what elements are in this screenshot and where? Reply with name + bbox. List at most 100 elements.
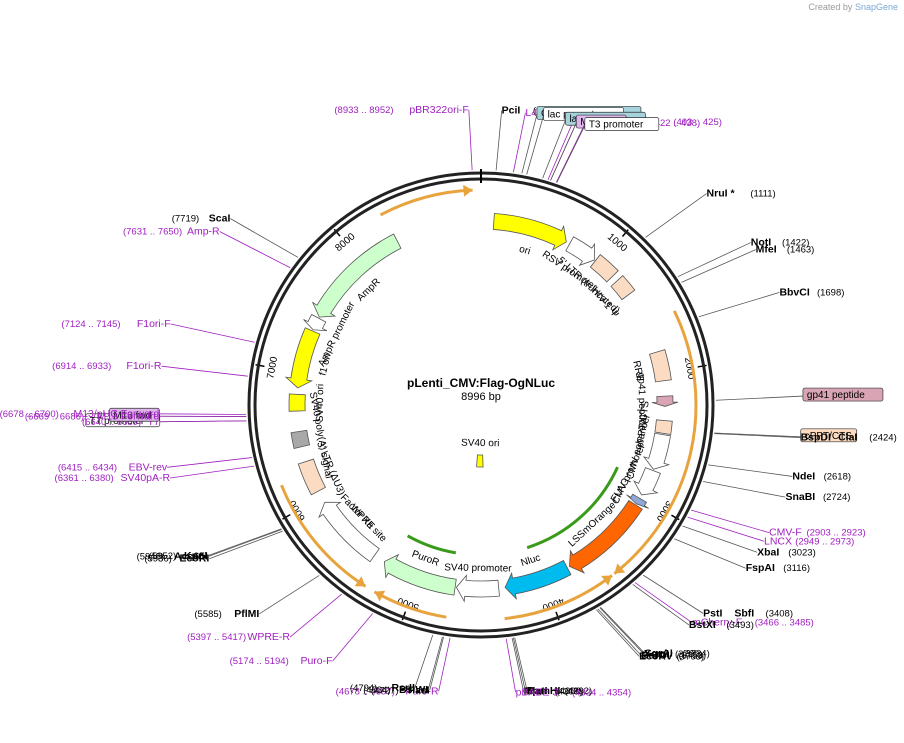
site-t3-promoter[interactable]: T3 promoter [584,117,660,131]
site-name-ndei: NdeI [792,470,815,482]
site-rsrii[interactable]: RsrII(4794) [350,682,415,694]
site-cmv-f[interactable]: CMV-F(2903 .. 2923) [769,527,866,539]
site-puro-f[interactable]: Puro-F(5174 .. 5194) [230,655,333,667]
site-kpni[interactable]: KpnI(5952) [149,550,208,562]
site-wpre-r[interactable]: WPRE-R(5397 .. 5417) [187,631,290,643]
feature-ori[interactable] [492,213,567,251]
outer-arrowhead-2 [601,575,612,586]
site-ecorv[interactable]: EcoRV(3763) [639,650,704,662]
site-m13-fwd[interactable]: M13 fwd [109,407,160,422]
site-name-mfei: MfeI [756,244,777,256]
site-pbabe-3[interactable]: pBABE 3'(4334 .. 4354) [516,686,632,698]
site-pflmi[interactable]: PflMI(5585) [194,608,259,620]
leader-cap-binding-site [521,114,538,174]
site-amp-r[interactable]: Amp-R(7631 .. 7650) [123,225,220,237]
site-name-sgrai: SgrAI [645,647,673,659]
site-bstxi[interactable]: BstXI(3493) [689,619,754,631]
feature-puror[interactable] [383,553,457,596]
site-name-noti: NotI [751,237,771,249]
site-bamhi[interactable]: BamHI(4292) [527,685,592,697]
tick-label-7000: 7000 [265,355,280,379]
site-f1ori-f[interactable]: F1ori-F(7124 .. 7145) [61,318,170,330]
inner-orf-arrows [406,466,619,555]
leader-spei [513,637,526,692]
site-name-pbr322ori-f: pBR322ori-F [409,104,469,116]
site-scai[interactable]: ScaI(7719) [172,213,231,225]
feature-3-ltr-u3[interactable] [297,458,326,496]
orf-arrow-0 [526,466,619,550]
site-xcmi[interactable]: XcmI(3739) [644,648,703,660]
feature-sv40-poly-a-signal[interactable] [290,429,311,449]
site-puro-r[interactable]: Puro-R(4678 .. 4697) [336,685,439,697]
feature-sv40-ori[interactable] [288,393,306,412]
feature-rre[interactable] [649,349,672,383]
site-bsiwi[interactable]: BsiWI(4734) [363,684,428,696]
site-cppt-cts[interactable]: cPPT/CTS [800,428,858,443]
site-m13-puc-forward[interactable]: M13/pUC Forward(6678 .. 6700) [0,408,159,420]
site-xbai[interactable]: XbaI(3023) [757,546,816,558]
site-mcherry-f[interactable]: mCherry-F(3466 .. 3485) [692,617,814,629]
site-snabi[interactable]: SnaBI(2724) [785,491,850,503]
site-pasi[interactable]: PasI(4727) [371,684,430,696]
feature-cmv-enhancer[interactable] [642,432,671,470]
feature-wpre[interactable] [318,501,380,563]
site-fspai[interactable]: FspAI(3116) [746,562,810,574]
leader-mlui [511,637,524,692]
feature-cppt-cts[interactable] [654,419,673,435]
site-ebv-rev[interactable]: EBV-rev(6415 .. 6434) [58,461,168,473]
feature-sv40-ori[interactable] [476,454,484,468]
site-ndei[interactable]: NdeI(2618) [792,470,851,482]
site-gp41-peptide[interactable]: gp41 peptide [802,387,884,402]
feature-hiv-1[interactable] [610,275,636,301]
site-pos-psti: (3408) [766,608,793,619]
site-acc65i[interactable]: Acc65I(5948) [137,551,208,563]
feature-label-sv40-promoter: SV40 promoter [444,562,512,574]
feature-lssmorange[interactable] [569,499,643,574]
feature-5-ltr-truncated[interactable] [589,254,619,283]
tick-6000 [282,513,291,520]
leader-pflmi [259,575,320,615]
feature-ampr-promoter[interactable] [303,313,328,332]
feature-gp41-peptide[interactable] [651,395,679,407]
site-name2-sbfi: SbfI [734,607,754,619]
site-pbr322ori-f[interactable]: pBR322ori-F(8933 .. 8952) [334,104,468,116]
site-mlui[interactable]: MluI(4308) [524,685,583,697]
site-name-m13-fwd: M13 fwd [113,410,151,421]
feature-f1-ori[interactable] [284,327,321,389]
site-mfei[interactable]: MfeI(1463) [756,244,815,256]
feature-rsv-promoter[interactable] [565,236,596,267]
site-ecori[interactable]: EcoRI(5936) [144,553,209,565]
site-name-xbai: XbaI [757,546,779,558]
site-sgrai[interactable]: SgrAI(3734) [645,647,710,659]
site-noti[interactable]: NotI(1422) [751,237,810,249]
site-sv40pa-r[interactable]: SV40pA-R(6361 .. 6380) [55,472,171,484]
site-name-fspai: FspAI [746,562,775,574]
site-nrui[interactable]: NruI *(1111) [707,188,776,200]
feature-label-ampr: AmpR [355,276,383,303]
feature-flag[interactable] [626,493,649,509]
site-pos-ecorv: (3763) [677,651,704,662]
feature-sv40-promoter[interactable] [455,574,500,603]
site-name-rsrii: RsrII [392,682,415,694]
feature-cmv-promoter[interactable] [633,467,661,496]
site-lncx[interactable]: LNCX(2949 .. 2973) [764,535,854,547]
site-f1ori-r[interactable]: F1ori-R(6914 .. 6933) [52,360,162,372]
feature-ampr[interactable] [311,233,402,318]
site-m13-forward[interactable]: M13 Forward(6669 .. 6686) [25,410,160,422]
leader-scai [230,218,299,258]
site-bbvci[interactable]: BbvCI(1698) [779,286,844,298]
leader-t3 [555,125,585,183]
site-bsrgi[interactable]: BsrGI(3753) [641,649,706,661]
site-pos-wpre-r: (5397 .. 5417) [187,632,246,643]
site-spei[interactable]: SpeI(4300) [525,685,584,697]
site-pos-m13-forward: (6669 .. 6686) [25,411,84,422]
site-name-cppt-cts: cPPT/CTS [805,431,853,442]
site-box-m13-fwd [109,407,160,422]
leader-lncx [687,516,765,542]
credit-prefix: Created by [808,2,853,12]
site-box-t3-promoter [584,117,660,131]
feature-nluc[interactable] [504,559,572,601]
site-pos-ecori: (5936) [144,554,171,565]
